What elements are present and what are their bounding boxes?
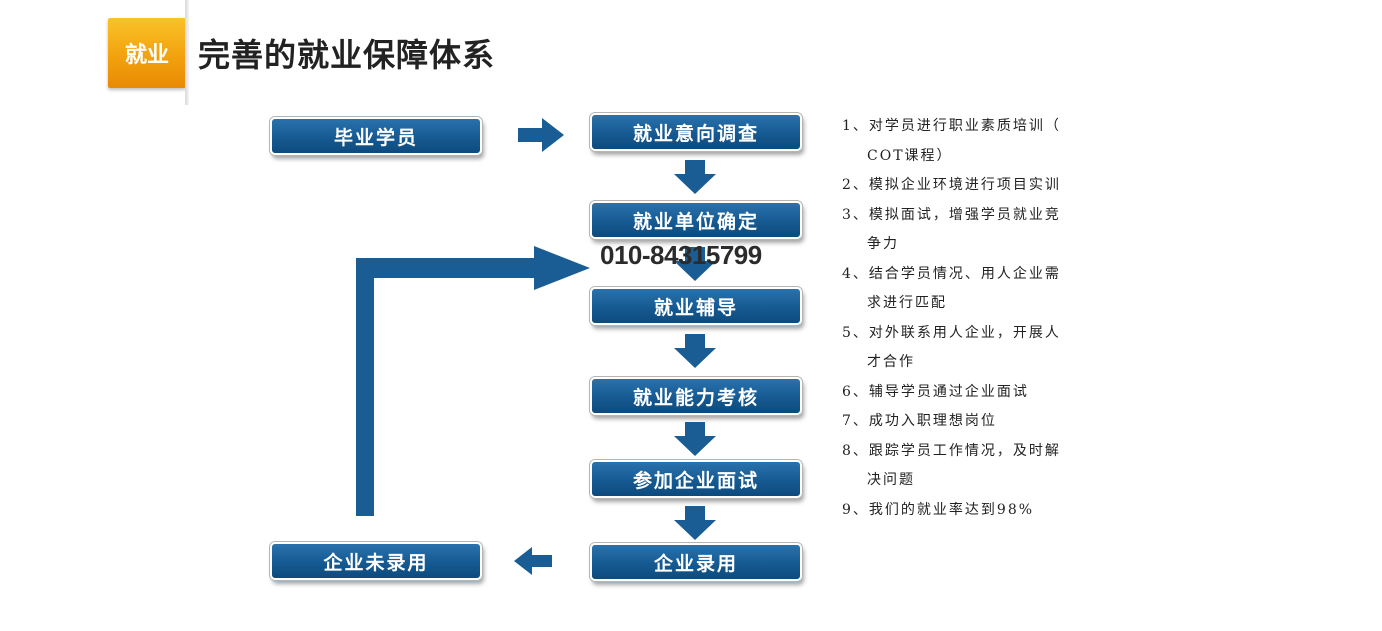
step-interview: 参加企业面试 (590, 460, 802, 498)
step-coaching: 就业辅导 (590, 287, 802, 325)
arrow-left-icon (514, 547, 552, 575)
list-item: 才合作 (867, 354, 915, 370)
list-item: 6、辅导学员通过企业面试 (842, 383, 1029, 400)
step-survey: 就业意向调查 (590, 113, 802, 151)
page-title: 完善的就业保障体系 (198, 36, 496, 74)
arrow-down-icon (674, 506, 716, 540)
arrow-down-icon (674, 334, 716, 368)
list-item: 决问题 (867, 472, 915, 488)
arrow-down-icon (674, 247, 716, 281)
list-item: 争力 (867, 236, 899, 252)
arrow-down-icon (674, 160, 716, 194)
list-item: 5、对外联系用人企业，开展人 (842, 324, 1061, 341)
section-tag: 就业 (108, 18, 186, 88)
step-placement: 就业单位确定 (590, 201, 802, 239)
list-item: 2、模拟企业环境进行项目实训 (842, 177, 1061, 193)
list-item: 7、成功入职理想岗位 (842, 413, 997, 429)
list-item: 3、模拟面试，增强学员就业竞 (842, 206, 1061, 223)
step-graduates: 毕业学员 (270, 117, 482, 155)
list-item: COT课程） (867, 147, 953, 164)
step-not-hired: 企业未录用 (270, 542, 482, 580)
notes-list: 1、对学员进行职业素质培训（ COT课程） 2、模拟企业环境进行项目实训 3、模… (842, 112, 1082, 525)
step-assessment: 就业能力考核 (590, 377, 802, 415)
list-item: 1、对学员进行职业素质培训（ (842, 118, 1061, 134)
list-item: 9、我们的就业率达到98% (842, 501, 1035, 518)
list-item: 4、结合学员情况、用人企业需 (842, 265, 1061, 282)
loop-back-arrow-icon (356, 246, 590, 516)
tag-divider (185, 0, 189, 105)
phone-number: 010-84315799 (600, 240, 762, 270)
arrow-right-icon (518, 118, 564, 152)
step-hired: 企业录用 (590, 543, 802, 581)
list-item: 求进行匹配 (867, 295, 947, 311)
list-item: 8、跟踪学员工作情况，及时解 (842, 442, 1061, 459)
arrow-down-icon (674, 422, 716, 456)
